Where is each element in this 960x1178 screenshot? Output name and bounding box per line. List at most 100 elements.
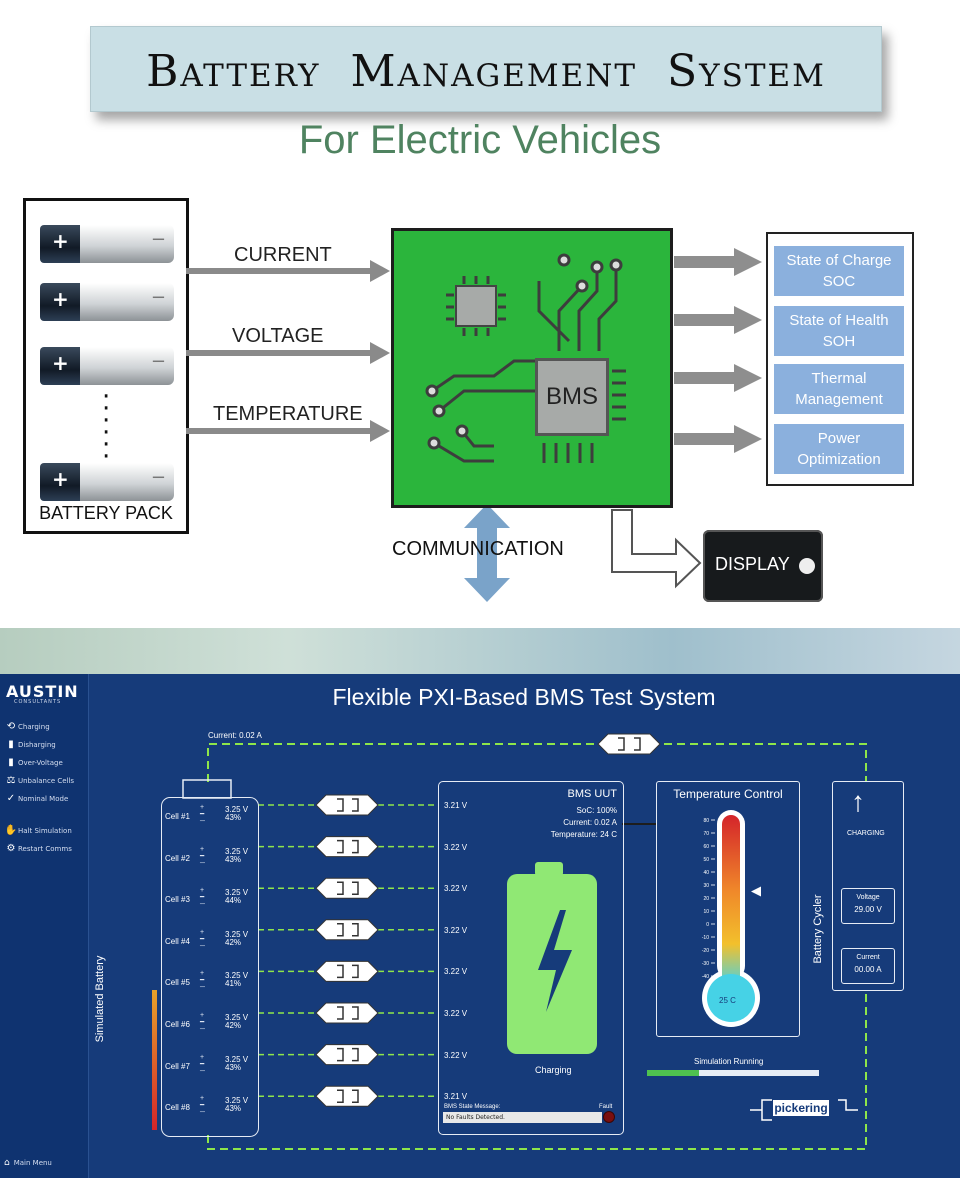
cell-symbol-icon: + ━ ─	[200, 928, 205, 950]
cell-soc: 43%	[225, 1062, 242, 1072]
cell-voltage: 3.25 V	[225, 846, 249, 856]
battery-cell-icon: +−	[40, 463, 174, 501]
sidebar-item-restart-comms[interactable]: ⚙Restart Comms	[4, 842, 72, 856]
bms-state-message: No Faults Detected.	[443, 1112, 602, 1123]
battery-cycler-label: Battery Cycler	[812, 894, 824, 964]
wiring-diagram	[152, 733, 867, 1150]
output-arrow	[674, 248, 762, 276]
uut-cell-voltage: 3.22 V	[444, 1050, 468, 1060]
current-arrow	[186, 260, 390, 282]
fuse-icon	[315, 877, 379, 899]
cell-voltage: 3.25 V	[225, 1054, 249, 1064]
output-arrow	[674, 425, 762, 453]
battery-cell-icon: +−	[40, 225, 174, 263]
temp-scale-label: 20	[703, 896, 709, 902]
logo-subtitle: CONSULTANTS	[14, 699, 62, 705]
uut-state: Charging	[535, 1065, 572, 1075]
uut-cell-voltage: 3.22 V	[444, 842, 468, 852]
cell-symbol-icon: + ━ ─	[200, 1012, 205, 1033]
cell-soc: 43%	[225, 1104, 242, 1114]
cell-voltage: 3.25 V	[225, 971, 249, 981]
bms-uut-panel: BMS UUT SoC: 100% Current: 0.02 A Temper…	[438, 781, 624, 1135]
divider-strip	[0, 628, 960, 674]
pickering-logo-frame	[750, 1099, 858, 1121]
temp-scale-label: -10	[702, 935, 709, 941]
uut-cell-voltage: 3.21 V	[444, 801, 468, 810]
home-icon: ⌂	[4, 1158, 10, 1168]
output-arrow	[674, 306, 762, 334]
temp-scale-label: 50	[703, 857, 709, 863]
fuse-icon	[315, 1085, 379, 1107]
cell-name: Cell #5	[165, 978, 190, 988]
sidebar-item-charging[interactable]: ⟲Charging	[4, 720, 50, 734]
output-arrow	[674, 364, 762, 392]
cell-soc: 41%	[225, 979, 242, 989]
bms-infographic: Battery Management System For Electric V…	[23, 26, 914, 602]
cell-symbol-icon: + ━ ─	[200, 1053, 205, 1075]
bms-chip: BMS	[535, 358, 609, 436]
bms-outputs: State of Charge SOC State of Health SOH …	[766, 232, 914, 486]
main-menu-button[interactable]: ⌂Main Menu	[4, 1158, 52, 1168]
simulated-battery-label: Simulated Battery	[94, 955, 106, 1043]
cell-symbol-icon: + ━ ─	[200, 887, 205, 909]
cell-name: Cell #3	[165, 895, 190, 905]
uut-cell-voltage: 3.22 V	[444, 967, 468, 977]
over-voltage-icon: ▮	[8, 757, 14, 768]
charging-icon: ⟲	[6, 721, 16, 732]
temp-scale-label: -30	[702, 961, 709, 967]
fuse-icon	[315, 1044, 379, 1066]
sidebar-item-halt-simulation[interactable]: ✋Halt Simulation	[4, 825, 72, 836]
ellipsis-dots: ······	[102, 382, 111, 472]
simulation-progress-bar	[647, 1070, 819, 1076]
display-device: DISPLAY	[703, 530, 823, 602]
flow-arrows	[186, 248, 762, 602]
current-label: CURRENT	[234, 244, 332, 266]
cell-name: Cell #4	[165, 936, 190, 946]
cell-name: Cell #8	[165, 1103, 190, 1113]
uut-soc: SoC: 100%	[576, 806, 617, 815]
output-soc: State of Charge SOC	[774, 246, 904, 296]
temp-scale-label: 70	[703, 831, 709, 837]
voltage-label: VOLTAGE	[232, 325, 324, 347]
temperature-title: Temperature Control	[673, 787, 783, 801]
sidebar-item-discharging[interactable]: ▮Disharging	[4, 738, 56, 752]
pickering-logo: pickering	[773, 1100, 829, 1116]
circuit-traces	[425, 253, 626, 463]
cell-symbol-icon: + ━ ─	[200, 845, 205, 867]
current-readout: Current: 0.02 A	[208, 731, 262, 740]
temp-scale-label: 80	[703, 818, 709, 824]
cycler-current: Current 00.00 A	[841, 948, 895, 984]
uut-cell-voltage: 3.21 V	[444, 1092, 468, 1102]
sidebar-item-unbalance-cells[interactable]: ⚖Unbalance Cells	[4, 774, 75, 788]
communication-arrow	[464, 504, 510, 602]
uut-title: BMS UUT	[567, 788, 618, 800]
cycler-voltage: Voltage 29.00 V	[841, 888, 895, 924]
display-led-icon	[799, 558, 815, 574]
uut-cell-voltage: 3.22 V	[444, 925, 468, 935]
sidebar: AUSTIN CONSULTANTS ⟲Charging ▮Disharging…	[0, 674, 89, 1178]
uut-temperature: Temperature: 24 C	[550, 830, 617, 839]
temperature-label: TEMPERATURE	[213, 403, 363, 425]
sidebar-item-nominal-mode[interactable]: ✓Nominal Mode	[4, 792, 68, 806]
battery-charging-icon	[507, 862, 597, 1054]
cell-soc: 43%	[225, 813, 242, 822]
fuse-icon	[315, 919, 379, 941]
cell-symbol-icon: + ━ ─	[200, 804, 205, 825]
display-label: DISPLAY	[715, 554, 790, 574]
cell-voltage: 3.25 V	[225, 805, 249, 814]
fault-led-icon	[603, 1111, 615, 1123]
fault-label: Fault	[599, 1104, 613, 1110]
check-icon: ✓	[6, 793, 16, 804]
sidebar-item-over-voltage[interactable]: ▮Over-Voltage	[4, 756, 63, 770]
temp-scale-label: 30	[703, 883, 709, 889]
fuse-icon	[315, 836, 379, 858]
temp-scale-label: -40	[702, 974, 709, 980]
cell-voltage: 3.25 V	[225, 1013, 249, 1022]
discharging-icon: ▮	[8, 739, 14, 750]
temperature-reading: 25 C	[719, 996, 736, 1005]
cell-name: Cell #7	[165, 1061, 190, 1071]
temp-scale-label: 10	[703, 909, 709, 915]
gear-icon: ⚙	[6, 843, 16, 854]
